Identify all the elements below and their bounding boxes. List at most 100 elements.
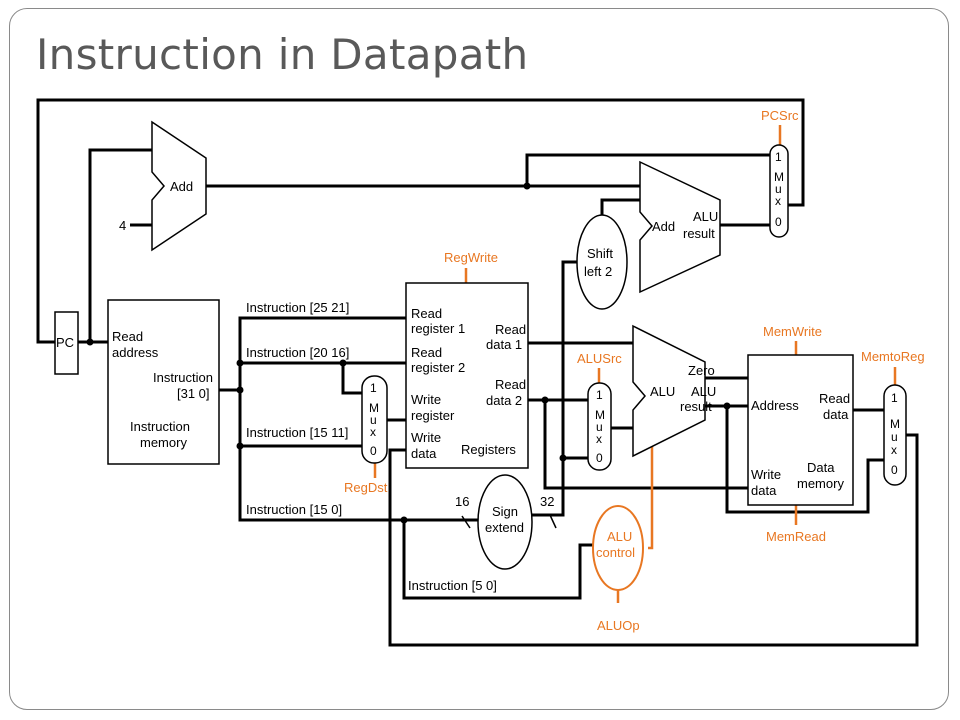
- instruction-bus-wire: [219, 388, 480, 522]
- slide-title: Instruction in Datapath: [36, 30, 529, 79]
- reg-rd2b: data 2: [486, 393, 522, 408]
- mux-glyph: 0: [370, 444, 377, 458]
- regdst-mux: [361, 375, 388, 464]
- signext-to-shift-wire: [530, 260, 577, 517]
- read-data2-to-memory-wire: [543, 400, 748, 490]
- constant-four: 4: [119, 218, 126, 233]
- field-20-16: Instruction [20 16]: [246, 345, 349, 360]
- alusrc-label: ALUSrc: [577, 351, 622, 366]
- mux-glyph: M: [774, 170, 784, 184]
- imem-bits: [31 0]: [177, 386, 210, 401]
- dmem-write2: data: [751, 483, 777, 498]
- dmem-read2: data: [823, 407, 849, 422]
- mux-glyph: x: [775, 194, 781, 208]
- pc-label: PC: [56, 335, 74, 350]
- pcsrc-mux: [769, 144, 789, 238]
- mux-glyph: 1: [775, 150, 782, 164]
- memwrite-label: MemWrite: [763, 324, 822, 339]
- memtoreg-mux: [883, 384, 907, 486]
- imem-name2: memory: [140, 435, 187, 450]
- pc-feedback-wire: [36, 98, 805, 344]
- mux-glyph: 1: [596, 388, 603, 402]
- alu-result2: result: [680, 399, 712, 414]
- memtoreg-label: MemtoReg: [861, 349, 925, 364]
- dmem-name2: memory: [797, 476, 844, 491]
- reg-rr2b: register 2: [411, 360, 465, 375]
- mux-glyph: 1: [891, 391, 898, 405]
- signext-in-width: 16: [455, 494, 469, 509]
- mux-glyph: 0: [596, 451, 603, 465]
- field-25-21: Instruction [25 21]: [246, 300, 349, 315]
- alu-result1: ALU: [691, 384, 716, 399]
- branch-alu-label: ALU: [693, 209, 718, 224]
- bus-width-tick: [549, 514, 557, 529]
- junction-dot: [541, 396, 549, 404]
- bus-width-tick: [461, 515, 471, 529]
- signext-line2: extend: [485, 520, 524, 535]
- mux-glyph: M: [595, 408, 605, 422]
- dmem-read1: Read: [819, 391, 850, 406]
- alu-control: [592, 505, 644, 591]
- instr-5-0-wire: [402, 520, 598, 600]
- mux-glyph: u: [596, 420, 603, 434]
- reg-rd1a: Read: [495, 322, 526, 337]
- alu-control-line1: ALU: [607, 529, 632, 544]
- pc-to-add-wire: [88, 148, 152, 342]
- dmem-write1: Write: [751, 467, 781, 482]
- alu-result-bypass-wire: [725, 406, 884, 514]
- mux-glyph: x: [891, 443, 897, 457]
- junction-dot: [339, 359, 347, 367]
- instruction-memory: [107, 299, 220, 465]
- signext-line1: Sign: [492, 504, 518, 519]
- mux-glyph: u: [370, 413, 377, 427]
- reg-wra: Write: [411, 392, 441, 407]
- data-memory: [747, 354, 854, 506]
- reg-rr1b: register 1: [411, 321, 465, 336]
- mux-glyph: x: [596, 432, 602, 446]
- imem-instruction: Instruction: [153, 370, 213, 385]
- main-alu: [632, 324, 706, 458]
- mux-glyph: M: [890, 417, 900, 431]
- reg-rd1b: data 1: [486, 337, 522, 352]
- field-15-0: Instruction [15 0]: [246, 502, 342, 517]
- junction-dot: [523, 182, 531, 190]
- branch-add-label: Add: [652, 219, 675, 234]
- reg-name: Registers: [461, 442, 516, 457]
- imem-read: Read: [112, 329, 143, 344]
- reg-rr1a: Read: [411, 306, 442, 321]
- junction-dot: [236, 386, 244, 394]
- slide-frame: [9, 8, 949, 710]
- mux-glyph: x: [370, 425, 376, 439]
- junction-dot: [236, 442, 244, 450]
- instr-20-16-to-mux-wire: [341, 363, 362, 395]
- reg-wda: Write: [411, 430, 441, 445]
- junction-dot: [559, 454, 567, 462]
- alu-name: ALU: [650, 384, 675, 399]
- pc-plus4-to-mux-wire: [525, 153, 770, 186]
- pc-adder: [151, 120, 207, 252]
- memread-label: MemRead: [766, 529, 826, 544]
- shift-line2: left 2: [584, 264, 612, 279]
- pc-register: [54, 311, 79, 375]
- junction-dot: [86, 338, 94, 346]
- shift-to-add-wire: [600, 198, 640, 215]
- dmem-name1: Data: [807, 460, 835, 475]
- sign-extend: [477, 474, 533, 570]
- regdst-label: RegDst: [344, 480, 388, 495]
- field-15-11: Instruction [15 11]: [246, 425, 348, 440]
- junction-dot: [236, 359, 244, 367]
- writeback-wire: [388, 433, 919, 647]
- alu-control-line2: control: [596, 545, 635, 560]
- alu-control-wire: [648, 445, 654, 550]
- mux-glyph: u: [775, 182, 782, 196]
- reg-rr2a: Read: [411, 345, 442, 360]
- mux-glyph: 0: [775, 215, 782, 229]
- regwrite-label: RegWrite: [444, 250, 498, 265]
- reg-wdb: data: [411, 446, 437, 461]
- imem-address: address: [112, 345, 159, 360]
- dmem-address: Address: [751, 398, 799, 413]
- pc-adder-label: Add: [170, 179, 193, 194]
- alu-zero: Zero: [688, 363, 715, 378]
- mux-glyph: u: [891, 430, 898, 444]
